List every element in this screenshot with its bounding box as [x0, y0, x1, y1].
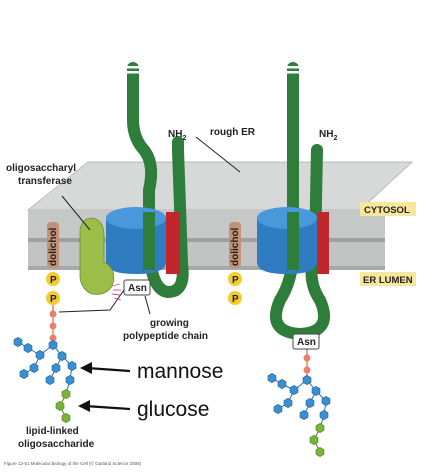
arrow-glucose [78, 400, 131, 412]
arrow-mannose [80, 362, 131, 374]
cytosol-label: CYTOSOL [364, 205, 410, 216]
nh2-left-label: NH2 [168, 129, 186, 142]
lipid-linked-label: lipid-linked [26, 426, 79, 437]
er-lumen-label: ER LUMEN [363, 275, 413, 286]
er-lumen-tag [360, 272, 416, 286]
cytosol-tag [360, 202, 416, 216]
attached-oligosaccharide [267, 348, 331, 457]
polypeptide-chain-label: polypeptide chain [123, 331, 208, 342]
asn-box-left: Asn [123, 279, 151, 296]
leader-lines [58, 136, 241, 315]
glucose-label: glucose [137, 398, 209, 421]
transferase-label: transferase [18, 176, 72, 187]
asn-right-label: Asn [297, 337, 316, 348]
growing-label: growing [150, 318, 189, 329]
asn-left-label: Asn [128, 283, 147, 294]
asn-box-right: Asn [292, 333, 320, 350]
phosphate-1-label: P [50, 275, 57, 286]
phosphate-4-label: P [232, 294, 239, 305]
activity-marks [111, 283, 122, 301]
oligosaccharyl-transferase [79, 217, 115, 295]
nh2-right-label: NH2 [319, 129, 337, 142]
dolichol-left: dolichol [47, 222, 59, 268]
phosphate-3-label: P [232, 275, 239, 286]
phosphate-2-label: P [50, 294, 57, 305]
dolichol-right-label: dolichol [230, 227, 241, 266]
mannose-label: mannose [137, 360, 223, 383]
oligosaccharyl-label: oligosaccharyl [6, 163, 76, 174]
phosphate-group-right: P P [228, 272, 242, 305]
dolichol-left-label: dolichol [48, 227, 59, 266]
dolichol-right: dolichol [229, 222, 241, 268]
oligosaccharide-label: oligosaccharide [18, 439, 95, 450]
rough-er-label: rough ER [210, 127, 256, 138]
phosphate-group-left: P P [46, 272, 60, 305]
lipid-linked-oligosaccharide [13, 305, 77, 423]
figure-credit: Figure 12-51 Molecular Biology of the Ce… [4, 460, 142, 466]
